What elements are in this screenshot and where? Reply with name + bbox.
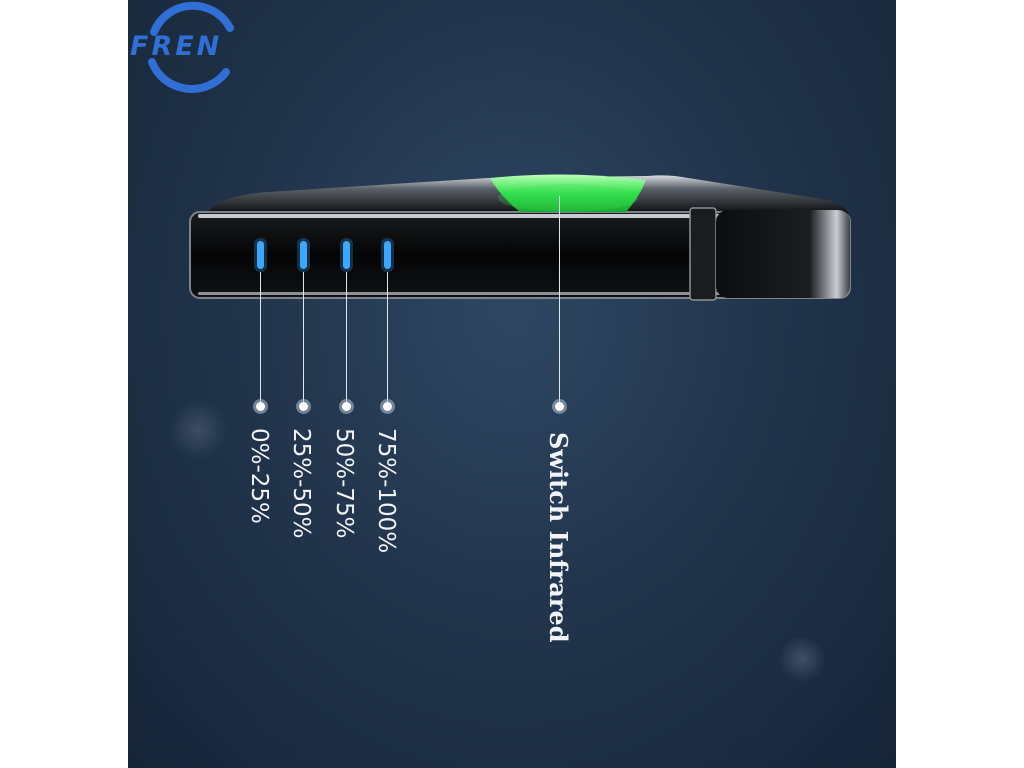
logo-text: FREN bbox=[130, 31, 222, 62]
logo-arc-bottom bbox=[148, 58, 230, 93]
leader-dot-3 bbox=[342, 402, 351, 411]
leader-line-switch bbox=[559, 196, 560, 402]
battery-led-2 bbox=[300, 241, 307, 269]
battery-led-3 bbox=[343, 241, 350, 269]
background-blur-mark-right bbox=[778, 635, 826, 683]
leader-line-2 bbox=[303, 272, 304, 402]
switch-infrared-label: Switch Infrared bbox=[544, 432, 573, 643]
lighter-chrome-edge bbox=[198, 214, 844, 218]
background-blur-mark-left bbox=[168, 400, 228, 460]
leader-dot-1 bbox=[256, 402, 265, 411]
product-image: FREN bbox=[128, 0, 896, 768]
infrared-switch bbox=[490, 174, 646, 212]
battery-led-1 bbox=[257, 241, 264, 269]
fren-logo: FREN bbox=[130, 1, 234, 93]
battery-label-25-50: 25%-50% bbox=[288, 428, 314, 539]
lighter-end-cap bbox=[716, 210, 850, 298]
battery-label-50-75: 50%-75% bbox=[331, 428, 357, 539]
leader-dot-2 bbox=[299, 402, 308, 411]
battery-label-0-25: 0%-25% bbox=[246, 428, 272, 524]
lighter-bottom-edge bbox=[198, 292, 844, 295]
lighter-cap-band bbox=[689, 207, 717, 301]
leader-line-1 bbox=[260, 272, 261, 402]
infrared-switch-glow bbox=[498, 184, 638, 212]
leader-dot-switch bbox=[555, 402, 564, 411]
battery-label-75-100: 75%-100% bbox=[373, 428, 399, 554]
logo-arc-top bbox=[150, 1, 234, 36]
lighter-device bbox=[189, 174, 851, 301]
leader-line-3 bbox=[346, 272, 347, 402]
leader-line-4 bbox=[387, 272, 388, 402]
leader-dot-4 bbox=[383, 402, 392, 411]
battery-led-4 bbox=[384, 241, 391, 269]
